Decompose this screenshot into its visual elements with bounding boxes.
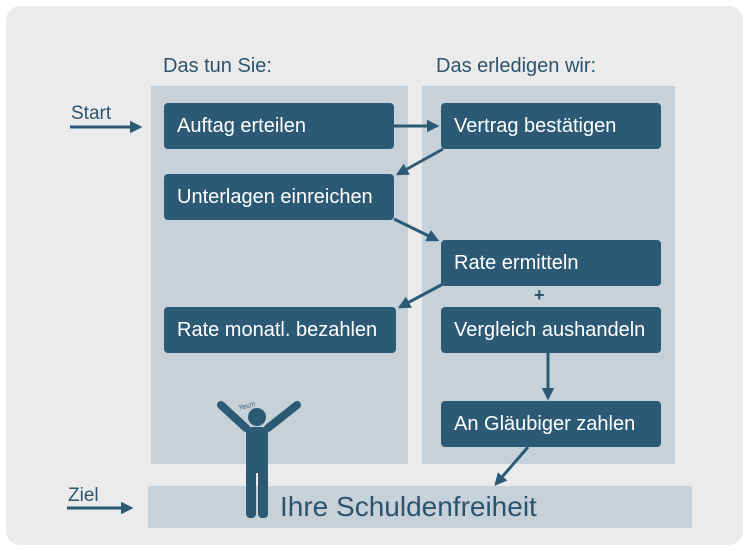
arrow-rate-to-pay-monthly [397,282,444,309]
arrow-creditors-to-goal [494,446,530,486]
step-order: Auftag erteilen [164,103,394,149]
left-column-heading: Das tun Sie: [163,55,272,77]
arrow-confirm-to-documents [395,147,444,176]
left-column [151,86,408,464]
cheering-person-icon [217,401,301,518]
right-column-heading: Das erledigen wir: [436,55,597,77]
step-confirm-contract: Vertrag bestätigen [441,103,661,149]
step-pay-creditors: An Gläubiger zahlen [441,401,661,447]
exclamation-text: Yes!!! [238,402,256,412]
start-label: Start [71,103,112,124]
goal-bar [148,486,692,528]
result-text: Ihre Schuldenfreiheit [280,491,537,522]
step-determine-rate: Rate ermitteln [441,240,661,286]
arrow-documents-to-rate [393,217,440,242]
step-submit-documents: Unterlagen einreichen [164,174,394,220]
step-negotiate-settlement: Vergleich aushandeln [441,307,661,353]
plus-sign: + [534,285,545,305]
step-pay-monthly: Rate monatl. bezahlen [164,307,396,353]
goal-label: Ziel [68,485,99,506]
